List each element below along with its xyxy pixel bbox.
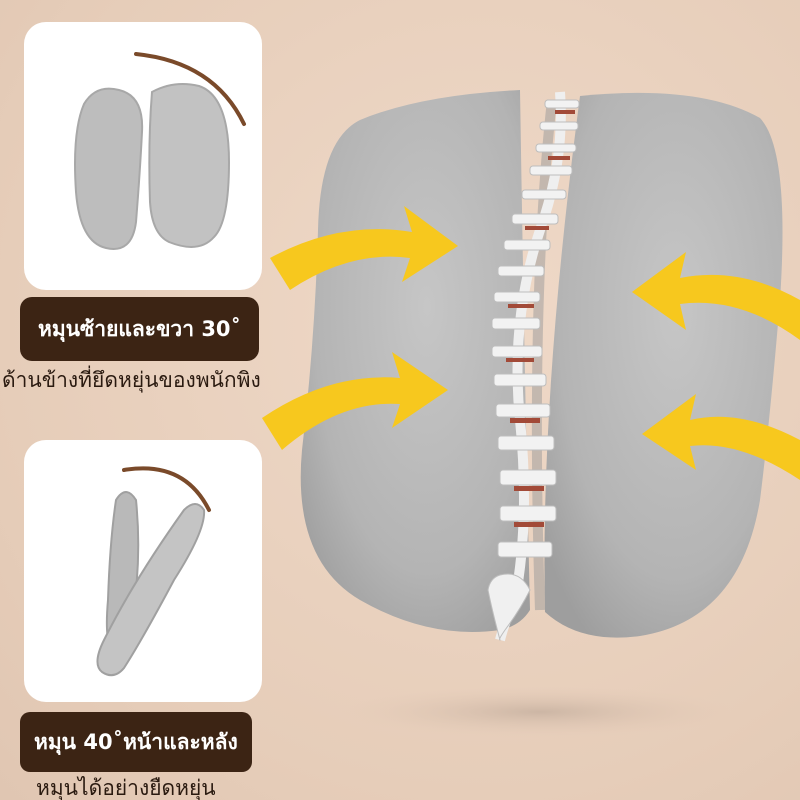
right-cushion [148,83,231,248]
rotate-front-back-label: หมุน 40˚หน้าและหลัง [20,712,252,772]
rotate-front-back-card [24,440,262,702]
cushion-right-lobe [544,92,783,638]
rotation-curve-icon [122,466,211,512]
rotate-front-back-caption: หมุนได้อย่างยืดหยุ่น [36,776,216,800]
rotation-curve-icon [134,52,246,126]
front-cushion [96,503,206,677]
rotate-side-caption: ด้านข้างที่ยึดหยุ่นของพนักพิง [2,368,261,392]
left-cushion [74,87,144,250]
cushion-pair-illustration [74,52,246,250]
cushion-left-lobe [300,90,530,632]
spine-illustration [487,91,580,642]
cushion-cross-illustration [96,466,211,677]
rotate-side-card [24,22,262,290]
cushion-shadow [340,686,740,738]
arrow-icon [262,206,800,480]
rotate-side-label: หมุนซ้ายและขวา 30˚ [20,297,260,361]
